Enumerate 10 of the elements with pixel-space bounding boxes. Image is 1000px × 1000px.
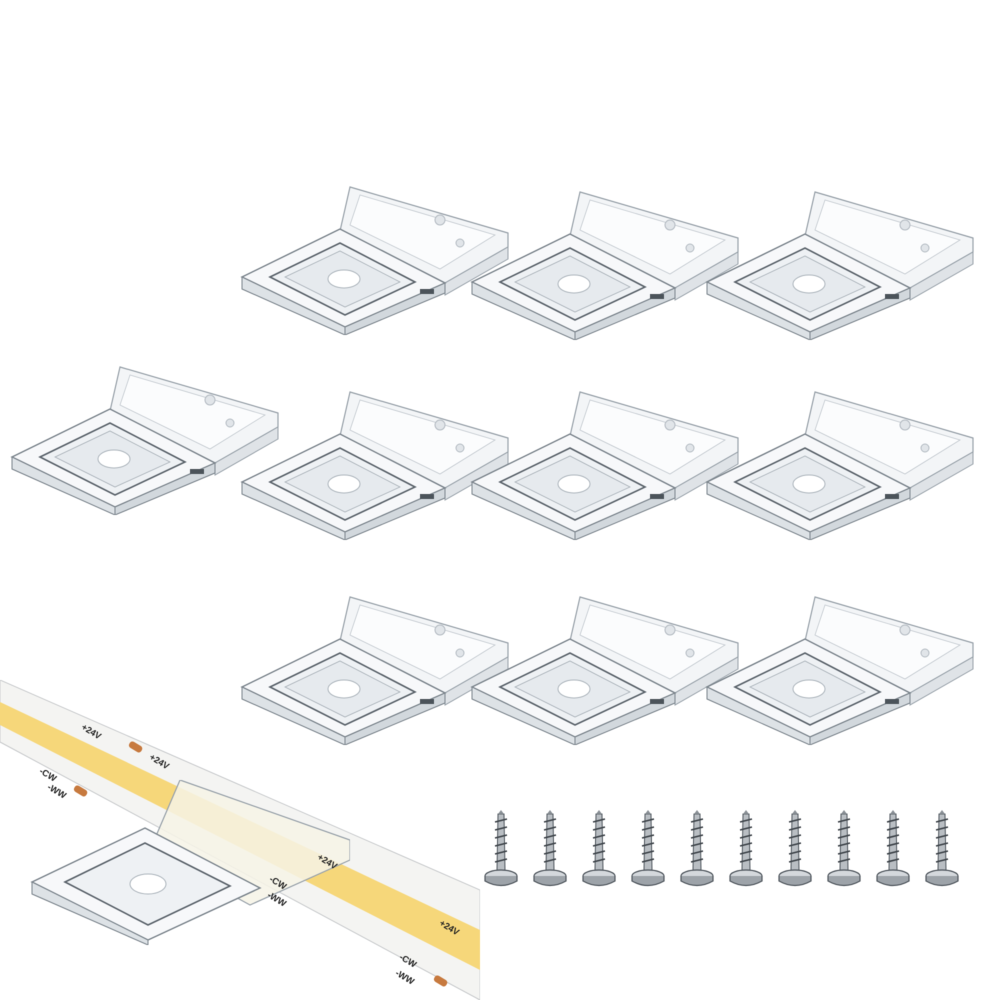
strip-marking: -CW xyxy=(268,874,288,892)
strip-marking: +24V xyxy=(148,752,171,772)
strip-marking: -CW xyxy=(398,952,418,970)
strip-marking: +24V xyxy=(438,918,461,938)
strip-marking: -WW xyxy=(266,890,288,909)
strip-marking: -WW xyxy=(394,968,416,987)
strip-marking: +24V xyxy=(80,722,103,742)
strip-marking: -WW xyxy=(46,782,68,801)
strip-marking: -CW xyxy=(38,766,58,784)
strip-marking: +24V xyxy=(316,852,339,872)
